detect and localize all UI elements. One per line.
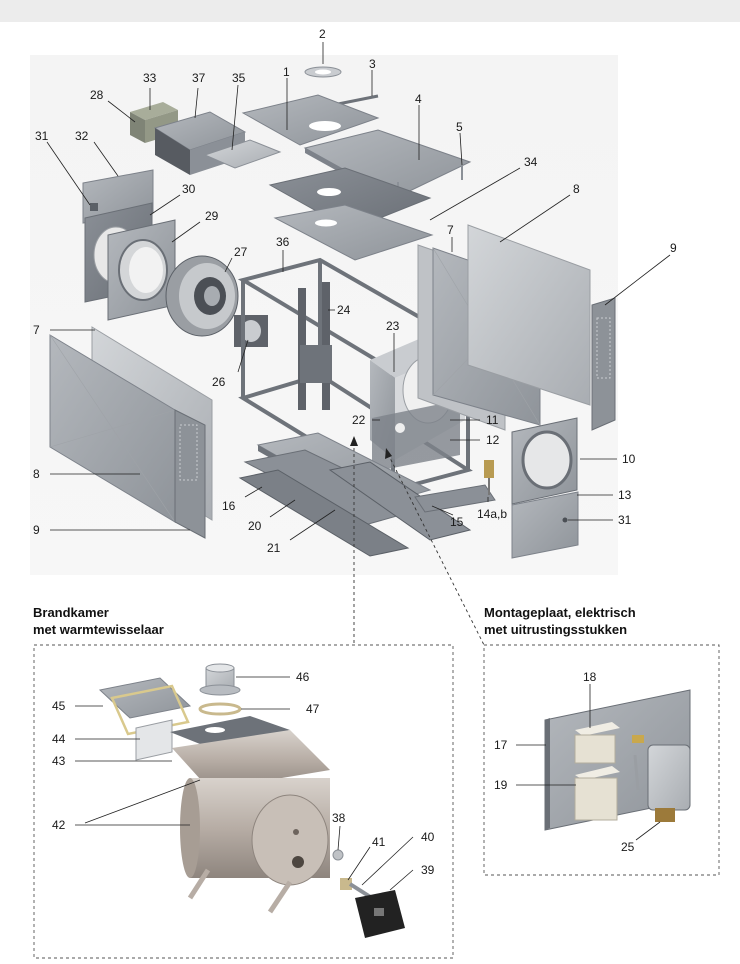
label-28: 28: [90, 88, 104, 102]
label-20: 20: [248, 519, 262, 533]
caption-mounting-line2: met uitrustingsstukken: [484, 622, 627, 637]
arrow-up-left: [350, 436, 358, 446]
label-4: 4: [415, 92, 422, 106]
part-27-fan: [165, 255, 239, 337]
part-39-burner: [355, 890, 405, 938]
label-27: 27: [234, 245, 248, 259]
label-3: 3: [369, 57, 376, 71]
part-2-ring: [304, 66, 342, 78]
label-25: 25: [621, 840, 635, 854]
label-23: 23: [386, 319, 400, 333]
label-11: 11: [486, 413, 499, 427]
part-9-grille-left: [174, 409, 206, 539]
label-43: 43: [52, 754, 66, 768]
part-26-bracket: [234, 315, 268, 347]
part-45-cover: [98, 677, 192, 736]
label-29: 29: [205, 209, 219, 223]
caption-combustion-line2: met warmtewisselaar: [33, 622, 164, 637]
dashed-connectors: [353, 442, 485, 646]
caption-mounting-line1: Montageplaat, elektrisch: [484, 605, 636, 620]
label-14ab: 14a,b: [477, 507, 507, 521]
label-34: 34: [524, 155, 538, 169]
part-19-control-box: [574, 766, 620, 821]
part-24-mount: [298, 282, 332, 410]
part-15-rail: [414, 484, 496, 513]
label-5: 5: [456, 120, 463, 134]
part-42-heat-exchanger: [172, 730, 330, 886]
part-22-plate: [372, 400, 460, 472]
leader-lines-main: [46, 42, 671, 541]
label-2: 2: [319, 27, 326, 41]
label-1: 1: [283, 65, 290, 79]
label-45: 45: [52, 699, 66, 713]
part-10-flange: [511, 417, 578, 505]
part-14-sensor: [484, 460, 494, 495]
label-7-right: 7: [447, 223, 454, 237]
label-16: 16: [222, 499, 236, 513]
label-31-left: 31: [35, 129, 49, 143]
leader-lines-mounting: [516, 684, 661, 841]
part-38-sensor: [332, 849, 344, 861]
label-39: 39: [421, 863, 435, 877]
label-22: 22: [352, 413, 366, 427]
label-41: 41: [372, 835, 386, 849]
part-1-plate: [241, 94, 380, 146]
part-29-flange: [107, 219, 176, 321]
detail-box-mounting: [483, 644, 720, 876]
part-47-gasket: [198, 702, 242, 716]
label-12: 12: [486, 433, 500, 447]
heat-exchanger-legs: [187, 868, 293, 914]
label-13: 13: [618, 488, 632, 502]
part-44-baffle: [135, 719, 173, 761]
label-46: 46: [296, 670, 310, 684]
part-18-relay-box: [574, 722, 620, 764]
part-25-fuel-filter: [632, 735, 691, 822]
label-40: 40: [421, 830, 435, 844]
part-41-gasket: [340, 878, 352, 890]
part-43-top: [170, 716, 290, 748]
top-shade: [0, 0, 740, 22]
label-42: 42: [52, 818, 66, 832]
label-15: 15: [450, 515, 464, 529]
label-44: 44: [52, 732, 66, 746]
part-9-grille-right: [591, 297, 616, 431]
label-9-right: 9: [670, 241, 677, 255]
mounting-labels: 18 17 19 25: [494, 670, 635, 854]
combustion-labels: 46 47 45 44 43 42 38 41 40 39: [52, 670, 435, 877]
label-33: 33: [143, 71, 157, 85]
part-34-plate-lower: [273, 204, 434, 261]
arrow-up-right: [385, 448, 392, 459]
main-labels: 2 3 1 4 5 34 8 7 9 33 37 35 28 31 32 30 …: [33, 27, 677, 555]
label-8-right: 8: [573, 182, 580, 196]
part-46-flue-collar: [199, 663, 241, 696]
label-24: 24: [337, 303, 351, 317]
part-13-panel: [511, 491, 579, 559]
label-47: 47: [306, 702, 320, 716]
label-32: 32: [75, 129, 89, 143]
label-31-right: 31: [618, 513, 632, 527]
label-17: 17: [494, 738, 508, 752]
part-35-cover: [203, 139, 282, 169]
part-21-skid: [238, 461, 472, 557]
label-36: 36: [276, 235, 290, 249]
label-9-left: 9: [33, 523, 40, 537]
label-21: 21: [267, 541, 281, 555]
label-38: 38: [332, 811, 346, 825]
label-8-left: 8: [33, 467, 40, 481]
label-10: 10: [622, 452, 636, 466]
label-18: 18: [583, 670, 597, 684]
label-19: 19: [494, 778, 508, 792]
leader-lines-combustion: [75, 676, 414, 891]
label-37: 37: [192, 71, 206, 85]
label-30: 30: [182, 182, 196, 196]
part-8-panel-far-right: [467, 224, 591, 406]
label-35: 35: [232, 71, 246, 85]
caption-combustion-line1: Brandkamer: [33, 605, 109, 620]
label-7-left: 7: [33, 323, 40, 337]
label-26: 26: [212, 375, 226, 389]
